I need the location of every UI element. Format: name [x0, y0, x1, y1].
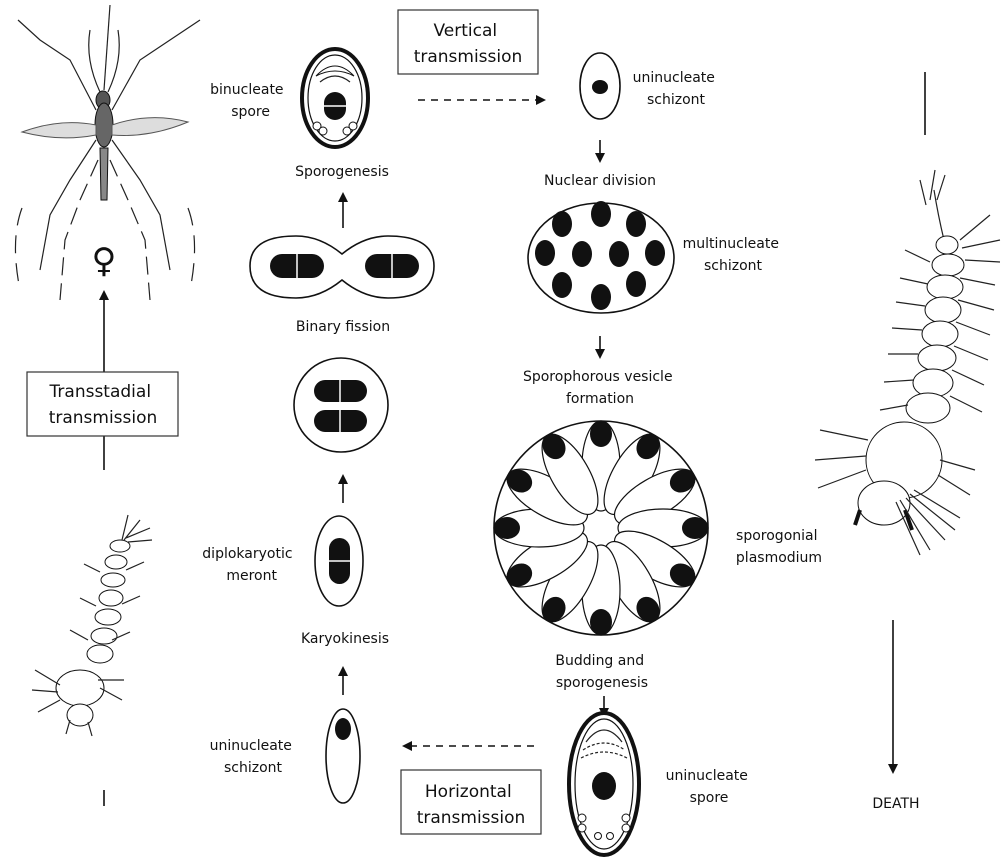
- sporogonial-plasmodium-label-2: plasmodium: [736, 550, 822, 566]
- dividing-cell-pair: [250, 236, 434, 298]
- uninucleate-schizont-top-cell: [580, 53, 620, 119]
- svg-text:binucleate spore: binucleate spore: [210, 82, 288, 120]
- sporogonial-plasmodium-cell: [494, 421, 708, 635]
- vertical-box-line-2: transmission: [414, 47, 523, 67]
- karyokinesis-label: Karyokinesis: [301, 631, 389, 647]
- binary-fission-cell: [294, 358, 388, 452]
- death-label: DEATH: [872, 796, 919, 812]
- svg-text:uninucleate schizont: uninucleate schizont: [210, 738, 297, 776]
- binucleate-spore-cell: [302, 49, 368, 147]
- svg-text:multinucleate schizont: multinucleate schizont: [683, 236, 784, 274]
- diplokaryotic-meront-label-2: meront: [226, 568, 277, 584]
- multinucleate-schizont-cell: [528, 201, 674, 313]
- binucleate-spore-label-2: spore: [231, 104, 270, 120]
- svg-text:sporogonial plasmodium: sporogonial plasmodium: [736, 528, 822, 566]
- uninucleate-schizont-bottom-label-2: schizont: [224, 760, 283, 776]
- budding-label-1: Budding and: [555, 653, 644, 669]
- large-larva-icon: [815, 170, 1000, 555]
- uninucleate-spore-label-1: uninucleate: [666, 768, 748, 784]
- uninucleate-spore-label-2: spore: [690, 790, 729, 806]
- transstadial-box-line-1: Transstadial: [49, 382, 152, 402]
- vesicle-formation-label-2: formation: [566, 391, 634, 407]
- horizontal-box-line-1: Horizontal: [425, 782, 512, 802]
- female-symbol: ♀: [92, 241, 117, 281]
- horizontal-box-line-2: transmission: [417, 808, 526, 828]
- sporogenesis-label: Sporogenesis: [295, 164, 389, 180]
- svg-text:Sporophorous vesicle forma: Sporophorous vesicle formation: [523, 369, 677, 407]
- uninucleate-schizont-bottom-label-1: uninucleate: [210, 738, 292, 754]
- svg-text:diplokaryotic meront: diplokaryotic meront: [202, 546, 297, 584]
- binucleate-spore-label-1: binucleate: [210, 82, 283, 98]
- sporogonial-plasmodium-label-1: sporogonial: [736, 528, 817, 544]
- vesicle-formation-label-1: Sporophorous vesicle: [523, 369, 673, 385]
- svg-text:uninucleate schizont: uninucleate schizont: [633, 70, 720, 108]
- multinucleate-schizont-label-1: multinucleate: [683, 236, 779, 252]
- larva-icon: [32, 515, 152, 736]
- uninucleate-schizont-bottom-cell: [326, 709, 360, 803]
- diplokaryotic-meront-label-1: diplokaryotic: [202, 546, 292, 562]
- binary-fission-label: Binary fission: [296, 319, 390, 335]
- multinucleate-schizont-label-2: schizont: [704, 258, 763, 274]
- uninucleate-spore-cell: [569, 713, 639, 855]
- uninucleate-schizont-top-label-2: schizont: [647, 92, 706, 108]
- diplokaryotic-meront-cell: [315, 516, 363, 606]
- svg-text:Budding and sporogenesis: Budding and sporogenesis: [555, 653, 648, 691]
- transstadial-box-line-2: transmission: [49, 408, 158, 428]
- budding-label-2: sporogenesis: [556, 675, 648, 691]
- svg-text:uninucleate spore: uninucleate spore: [666, 768, 753, 806]
- vertical-box-line-1: Vertical: [433, 21, 497, 41]
- uninucleate-schizont-top-label-1: uninucleate: [633, 70, 715, 86]
- nuclear-division-label: Nuclear division: [544, 173, 656, 189]
